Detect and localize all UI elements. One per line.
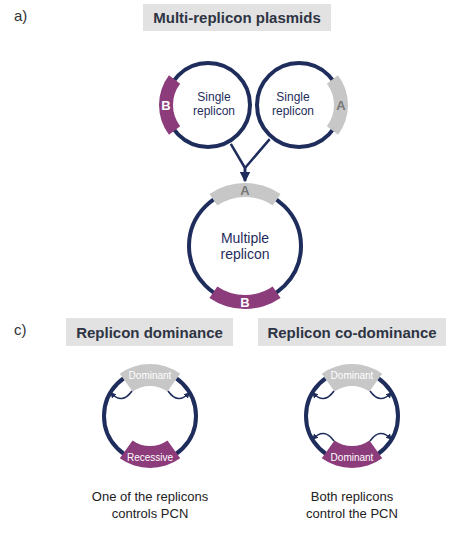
section-heading: Replicon co-dominance	[258, 318, 446, 346]
heading-text: Replicon co-dominance	[267, 324, 436, 341]
replicon-band: Recessive	[123, 450, 177, 464]
plasmid-label: Multiple replicon	[205, 230, 285, 262]
control-arrow	[111, 391, 132, 399]
replicon-band: A	[332, 95, 350, 115]
plasmid-label: Single replicon	[181, 91, 247, 119]
plasmid-circle: ABMultiple replicon	[187, 188, 303, 304]
control-arrow	[168, 391, 189, 399]
control-arrow	[313, 391, 334, 399]
plasmid-circle: DominantDominantBoth replicons control t…	[272, 358, 432, 530]
replicon-band: Dominant	[325, 368, 379, 382]
caption-text: One of the replicons controls PCN	[90, 488, 210, 522]
replicon-label: Dominant	[123, 368, 177, 382]
replicon-label: B	[236, 292, 254, 312]
panel-label: a)	[14, 7, 27, 24]
replicon-band: B	[236, 292, 254, 312]
panel-label: c)	[14, 321, 27, 338]
plasmid-circle: DominantRecessiveOne of the replicons co…	[70, 358, 230, 530]
plasmid-label: Single replicon	[260, 91, 326, 119]
control-arrow	[370, 391, 391, 399]
plasmid-circle: ASingle replicon	[255, 61, 343, 149]
caption-text: Both replicons control the PCN	[292, 488, 412, 522]
replicon-label: Dominant	[325, 368, 379, 382]
merge-arrow	[231, 144, 245, 181]
replicon-label: A	[332, 95, 350, 115]
replicon-segment	[120, 440, 180, 468]
replicon-band: Dominant	[123, 368, 177, 382]
control-arrow	[370, 433, 391, 441]
replicon-label: B	[157, 95, 175, 115]
merge-arrow	[245, 139, 270, 181]
plasmid-ring	[166, 63, 250, 147]
replicon-segment	[322, 364, 382, 392]
heading-text: Multi-replicon plasmids	[153, 9, 321, 26]
replicon-label: A	[236, 180, 254, 200]
replicon-label: Recessive	[123, 450, 177, 464]
replicon-segment	[120, 364, 180, 392]
replicon-band: B	[157, 95, 175, 115]
section-heading: Replicon dominance	[66, 318, 233, 346]
plasmid-ring	[257, 63, 341, 147]
replicon-label: Dominant	[325, 450, 379, 464]
control-arrow	[313, 433, 334, 441]
heading-text: Replicon dominance	[76, 324, 223, 341]
plasmid-circle: BSingle replicon	[164, 61, 252, 149]
replicon-band: Dominant	[325, 450, 379, 464]
plasmid-ring	[189, 190, 301, 302]
replicon-band: A	[236, 180, 254, 200]
replicon-segment	[322, 440, 382, 468]
section-heading: Multi-replicon plasmids	[143, 4, 331, 31]
